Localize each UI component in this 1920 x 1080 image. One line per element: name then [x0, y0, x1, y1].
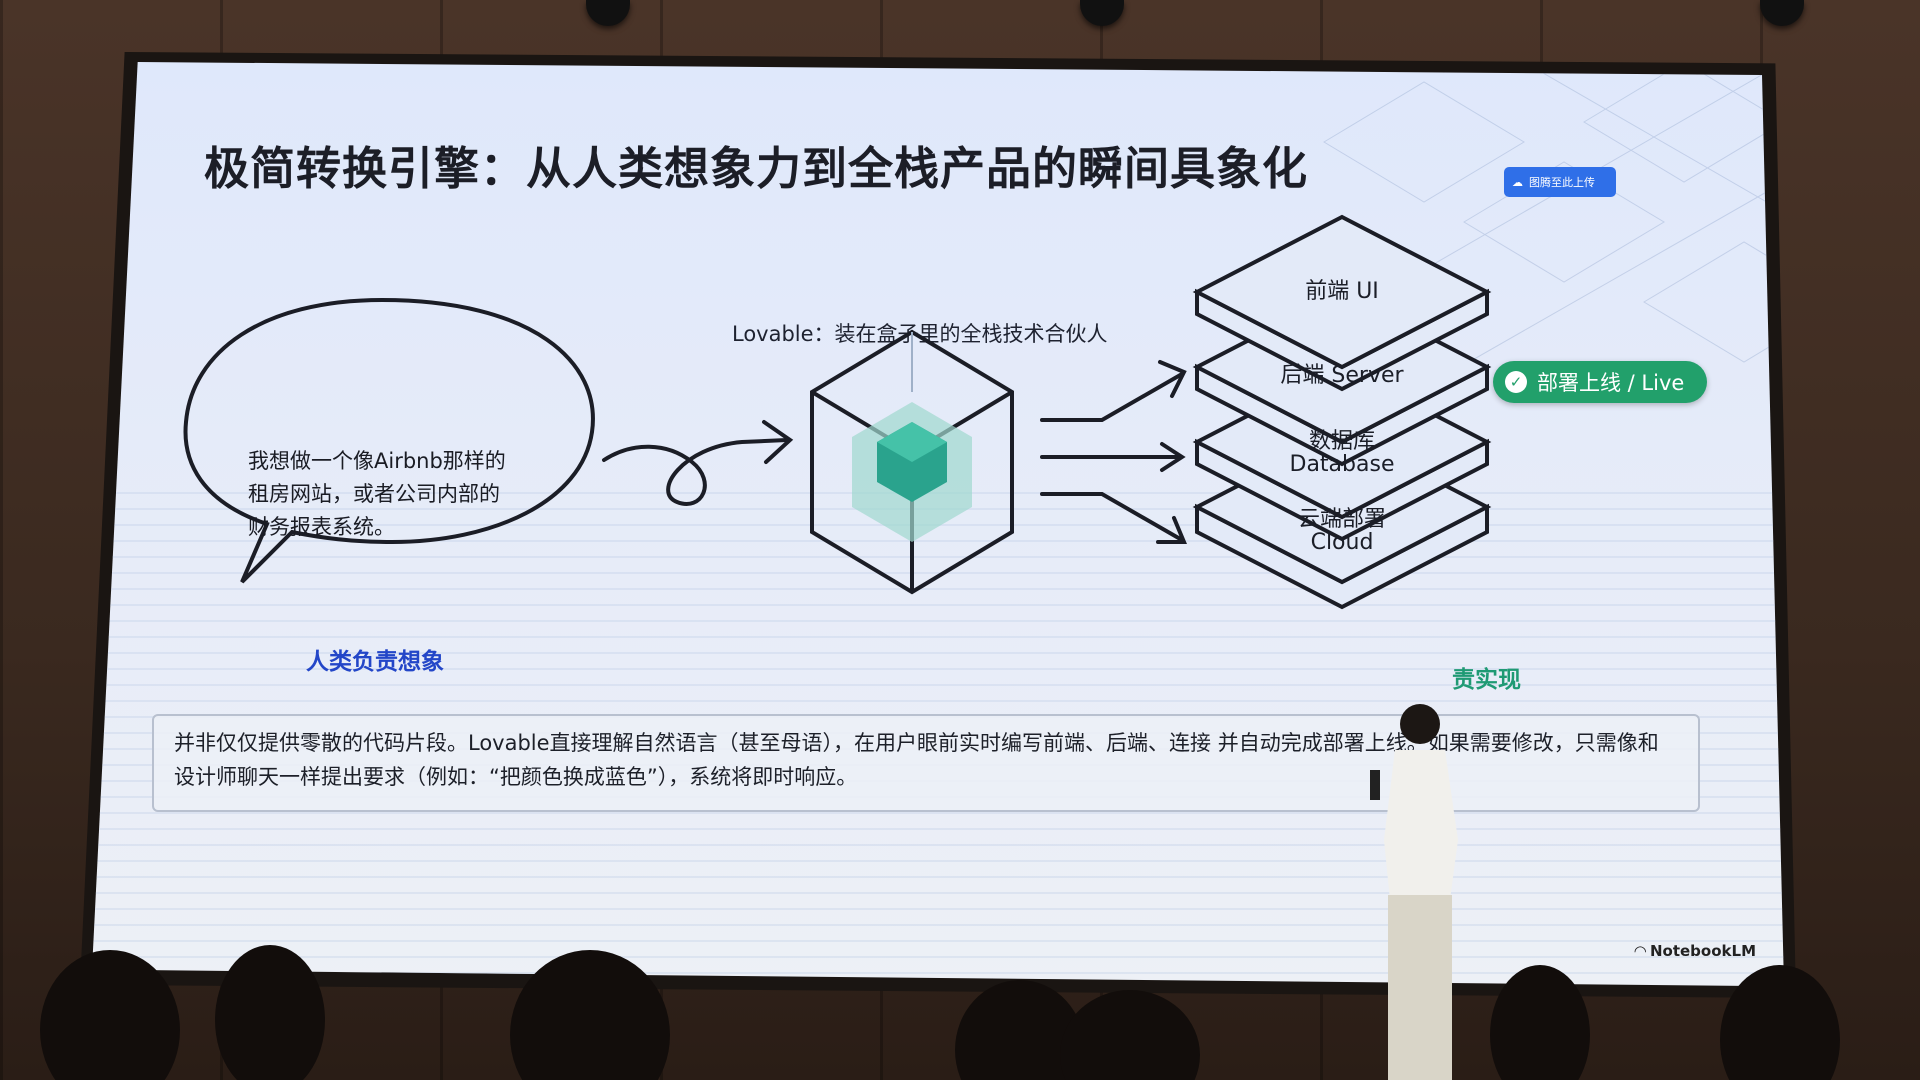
- caption-ai: 责实现: [1452, 667, 1521, 693]
- brand-label: NotebookLM: [1649, 942, 1756, 960]
- notebooklm-logo-icon: ◠: [1634, 942, 1646, 960]
- layer-database-en: Database: [1289, 452, 1395, 477]
- live-badge: ✓ 部署上线 / Live: [1493, 361, 1707, 403]
- gear-cloud-icon: ☁: [1512, 175, 1523, 189]
- caption-human: 人类负责想象: [306, 649, 444, 675]
- projection-screen: 极简转换引擎：从人类想象力到全栈产品的瞬间具象化 ☁ 图腾至此上传 Lovabl…: [92, 62, 1784, 987]
- layer-frontend: 前端 UI: [1305, 279, 1379, 304]
- speech-line: 财务报表系统。: [248, 515, 395, 539]
- upload-badge-label: 图腾至此上传: [1529, 176, 1595, 189]
- diagram-drawing: [183, 214, 1492, 610]
- layer-cloud-cn: 云端部署: [1297, 507, 1386, 532]
- check-icon: ✓: [1505, 371, 1527, 393]
- curly-arrow-head: [762, 420, 794, 464]
- brand-mark: ◠ NotebookLM: [1634, 942, 1756, 960]
- layer-cloud: 云端部署 Cloud: [1242, 508, 1442, 554]
- cube-icon: [810, 329, 1014, 595]
- layer-cloud-en: Cloud: [1310, 530, 1374, 555]
- layer-database: 数据库 Database: [1242, 430, 1442, 476]
- upload-badge: ☁ 图腾至此上传: [1504, 167, 1616, 197]
- curly-arrow: [602, 438, 789, 506]
- slide-title: 极简转换引擎：从人类想象力到全栈产品的瞬间具象化: [204, 142, 1309, 195]
- live-badge-label: 部署上线 / Live: [1537, 371, 1685, 395]
- stack-layers: [1192, 214, 1492, 610]
- speech-line: 我想做一个像Airbnb那样的: [248, 449, 506, 473]
- presenter: [1370, 704, 1458, 1080]
- speech-bubble: [183, 297, 595, 584]
- speech-bubble-text: 我想做一个像Airbnb那样的 租房网站，或者公司内部的 财务报表系统。: [248, 445, 548, 544]
- layer-database-cn: 数据库: [1308, 429, 1375, 454]
- diagram-subtitle: Lovable：装在盒子里的全栈技术合伙人: [732, 322, 1108, 346]
- layer-backend: 后端 Server: [1280, 363, 1404, 388]
- audience: [40, 945, 1840, 1080]
- arrow-icon: [1040, 360, 1187, 544]
- speech-line: 租房网站，或者公司内部的: [248, 482, 500, 506]
